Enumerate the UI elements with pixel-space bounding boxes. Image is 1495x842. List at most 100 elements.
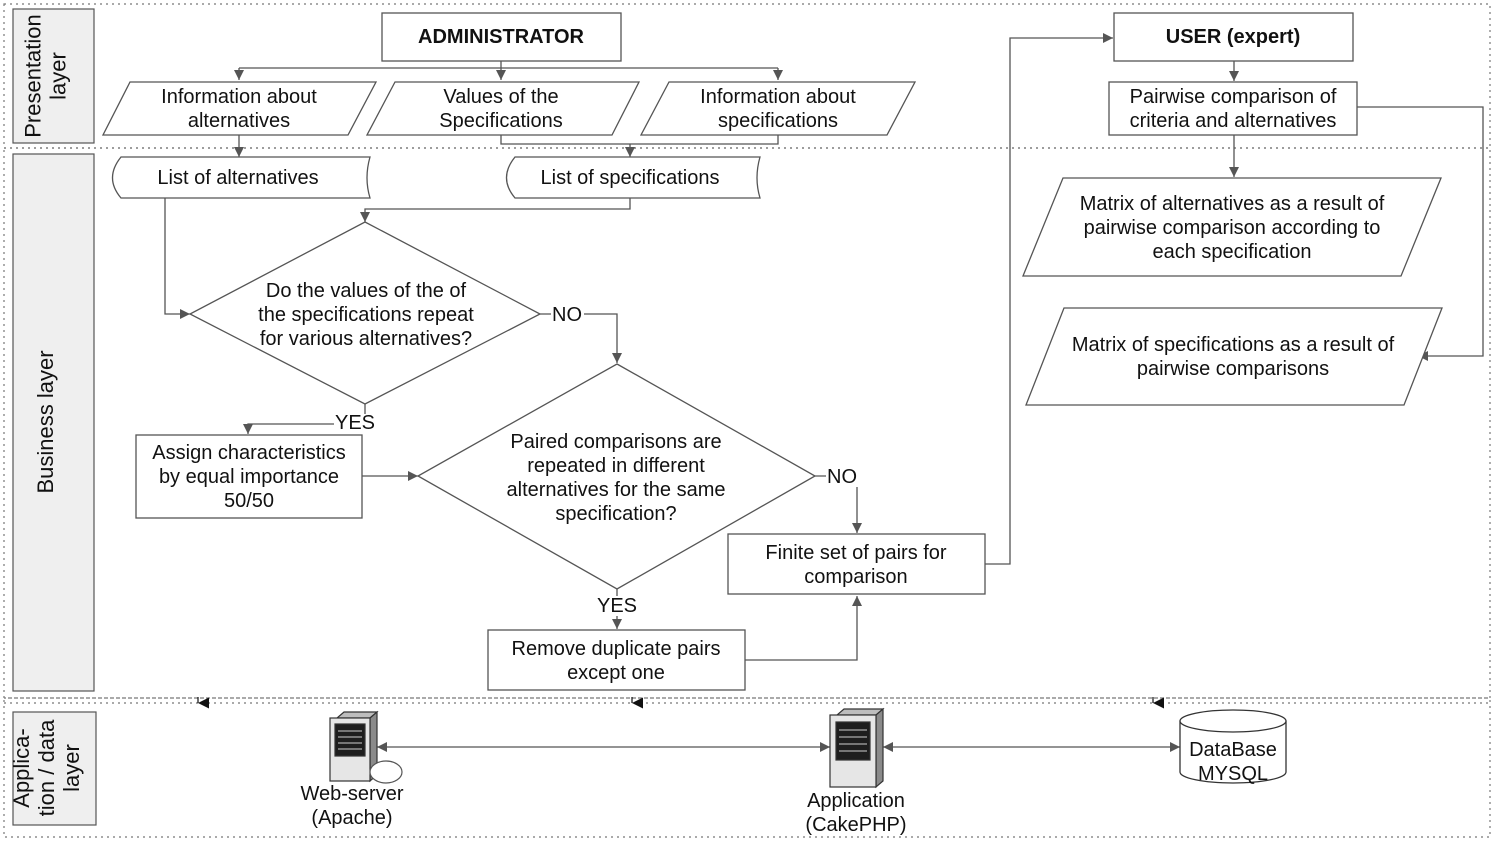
layer-labels	[12, 8, 97, 826]
application-layer-label-line: layer	[59, 744, 84, 792]
info-specs-label-line: specifications	[718, 110, 838, 132]
assign-equal-label-line: by equal importance	[159, 466, 339, 488]
info-specs-shape	[639, 81, 917, 136]
info-alternatives-label-line: Information about	[161, 86, 317, 108]
connectors	[164, 33, 1484, 752]
decision-paired-shape	[416, 363, 817, 590]
web-server-label-line: Web-server	[301, 783, 404, 805]
decision2-yes-label: YES	[597, 595, 637, 617]
presentation-layer-frame	[3, 3, 1491, 149]
application-layer-label-line: Applica-	[9, 728, 34, 807]
business-layer-label-line: Business layer	[33, 350, 58, 493]
decision-paired-label-line: Paired comparisons are	[510, 431, 721, 453]
finite-set-box	[727, 533, 986, 595]
arrow-finite-to-user	[985, 33, 1113, 565]
assign-equal-label-line: Assign characteristics	[152, 442, 345, 464]
administrator-box	[381, 12, 622, 62]
decision-paired-label-line: specification?	[555, 503, 676, 525]
presentation-layer-label: Presentationlayer	[21, 14, 71, 138]
arrow-remove-to-finite	[745, 596, 862, 661]
finite-set-label-line: comparison	[804, 566, 907, 588]
list-alternatives-label-line: List of alternatives	[157, 167, 318, 189]
web-server-label-line: (Apache)	[311, 807, 392, 829]
values-specs-label-line: Values of the	[443, 86, 558, 108]
arrow-decision2-no	[815, 475, 857, 533]
decision-repeat-shape	[188, 221, 542, 405]
web-server-label: Web-server(Apache)	[301, 783, 404, 829]
application-label-line: (CakePHP)	[805, 814, 906, 836]
web-server-icon	[329, 710, 403, 784]
decision-repeat-label-line: the specifications repeat	[258, 304, 474, 326]
decision-repeat-label-line: for various alternatives?	[260, 328, 472, 350]
values-specs-label-line: Specifications	[439, 110, 562, 132]
list-alternatives-shape	[111, 156, 371, 199]
application-layer-frame	[3, 697, 1491, 838]
assign-equal-box	[135, 434, 363, 519]
database-label-line: DataBase	[1189, 739, 1277, 761]
connector-values-to-list-specs	[500, 135, 779, 157]
decision1-no-label: NO	[552, 304, 582, 326]
list-specs-shape	[505, 156, 761, 199]
remove-duplicates-label-line: Remove duplicate pairs	[512, 638, 721, 660]
application-label-box	[12, 711, 97, 826]
matrix-specs-label-line: Matrix of specifications as a result of	[1072, 334, 1395, 356]
decision2-no-label: NO	[827, 466, 857, 488]
presentation-label-box	[12, 8, 95, 144]
matrix-alternatives-label-line: pairwise comparison according to	[1084, 217, 1381, 239]
pairwise-box	[1108, 81, 1358, 136]
matrix-specs-label-line: pairwise comparisons	[1137, 358, 1329, 380]
arrow-decision1-no	[540, 313, 617, 363]
application-label: Application(CakePHP)	[805, 790, 906, 836]
matrix-alternatives-shape	[1022, 177, 1442, 277]
business-label-box	[12, 153, 95, 692]
arrow-pairwise-to-matrix-specs	[1357, 106, 1484, 361]
info-alternatives-shape	[101, 81, 378, 136]
database-cylinder-icon	[1179, 709, 1287, 784]
user-expert-label-line: USER (expert)	[1166, 26, 1300, 48]
administrator-label-line: ADMINISTRATOR	[418, 26, 584, 48]
business-layer-label: Business layer	[33, 350, 58, 493]
user-expert-box	[1113, 12, 1354, 62]
database-label-line: MYSQL	[1198, 763, 1268, 785]
connector-admin-split	[239, 61, 778, 69]
arrow-list-specs-to-decision	[360, 198, 631, 222]
matrix-alternatives-label-line: each specification	[1153, 241, 1312, 263]
matrix-specs-shape	[1025, 307, 1443, 406]
list-specs-label-line: List of specifications	[541, 167, 720, 189]
finite-set-label-line: Finite set of pairs for	[765, 542, 947, 564]
nodes	[101, 12, 1443, 691]
list-alternatives-label: List of alternatives	[157, 167, 318, 189]
application-layer-label: Applica-tion / datalayer	[9, 719, 84, 816]
info-specs-label-line: Information about	[700, 86, 856, 108]
list-specs-label: List of specifications	[541, 167, 720, 189]
decision-paired-label-line: repeated in different	[527, 455, 705, 477]
decision-repeat-label-line: Do the values of the of	[266, 280, 467, 302]
layer-transition-markers	[197, 697, 1164, 709]
decision1-yes-label: YES	[335, 412, 375, 434]
application-layer-label-line: tion / data	[34, 719, 59, 816]
assign-equal-label-line: 50/50	[224, 490, 274, 512]
administrator-label: ADMINISTRATOR	[418, 26, 584, 48]
arrow-list-alternatives-to-decision	[164, 198, 190, 319]
arrow-decision1-yes	[248, 404, 366, 434]
layer-frames	[3, 3, 1491, 838]
application-label-line: Application	[807, 790, 905, 812]
user-expert-label: USER (expert)	[1166, 26, 1300, 48]
info-alternatives-label-line: alternatives	[188, 110, 290, 132]
business-layer-frame	[3, 147, 1491, 699]
decision-paired-label-line: alternatives for the same	[507, 479, 726, 501]
pairwise-label-line: Pairwise comparison of	[1130, 86, 1337, 108]
remove-duplicates-box	[487, 629, 746, 691]
presentation-layer-label-line: layer	[46, 52, 71, 100]
